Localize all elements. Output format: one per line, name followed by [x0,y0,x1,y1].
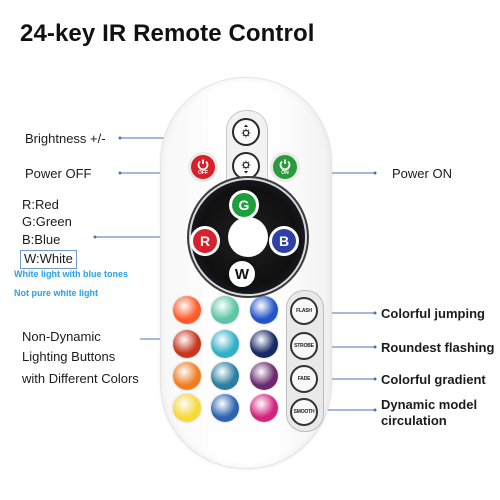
label-brightness: Brightness +/- [25,131,106,146]
color-button[interactable] [250,362,278,390]
green-button[interactable]: G [229,190,259,220]
flash-button[interactable]: FLASH [290,297,318,325]
color-button[interactable] [211,296,239,324]
color-button[interactable] [250,296,278,324]
label-blue: B:Blue [22,232,61,247]
color-button[interactable] [173,330,201,358]
power-on-text: ON [281,169,289,176]
color-button[interactable] [173,362,201,390]
color-button[interactable] [173,394,201,422]
label-nondynamic-2: Lighting Buttons [22,349,116,364]
smooth-button[interactable]: SMOOTH [290,398,318,426]
white-note-2: Not pure white light [14,288,98,298]
red-button[interactable]: R [190,226,220,256]
power-off-text: OFF [198,169,208,176]
power-off-button[interactable]: OFF [188,152,218,182]
white-note-1: White light with blue tones [14,269,128,279]
power-on-button[interactable]: ON [270,152,300,182]
color-button[interactable] [250,394,278,422]
strobe-button[interactable]: STROBE [290,332,318,360]
sun-up-icon [241,124,251,138]
sun-down-icon [241,160,251,174]
label-white: W:White [20,250,77,269]
label-nondynamic-3: with Different Colors [22,371,139,386]
color-button-grid [170,293,280,428]
label-dynamic-1: Dynamic model [381,397,478,412]
label-power-on: Power ON [392,166,452,181]
label-dynamic-2: circulation [381,413,447,428]
label-green: G:Green [22,214,72,229]
power-off-icon [197,159,209,170]
label-red: R:Red [22,197,59,212]
wheel-center [228,217,268,257]
color-button[interactable] [250,330,278,358]
brightness-down-button[interactable] [232,152,260,180]
fade-button[interactable]: FADE [290,365,318,393]
color-button[interactable] [211,330,239,358]
label-colorful-gradient: Colorful gradient [381,372,486,387]
power-on-icon [279,159,291,170]
blue-button[interactable]: B [269,226,299,256]
color-button[interactable] [211,394,239,422]
label-nondynamic-1: Non-Dynamic [22,329,101,344]
color-button[interactable] [211,362,239,390]
label-colorful-jumping: Colorful jumping [381,306,485,321]
page-title: 24-key IR Remote Control [20,20,315,47]
label-roundest-flashing: Roundest flashing [381,340,495,355]
color-button[interactable] [173,296,201,324]
brightness-up-button[interactable] [232,118,260,146]
white-button[interactable]: W [226,258,258,290]
label-power-off: Power OFF [25,166,92,181]
